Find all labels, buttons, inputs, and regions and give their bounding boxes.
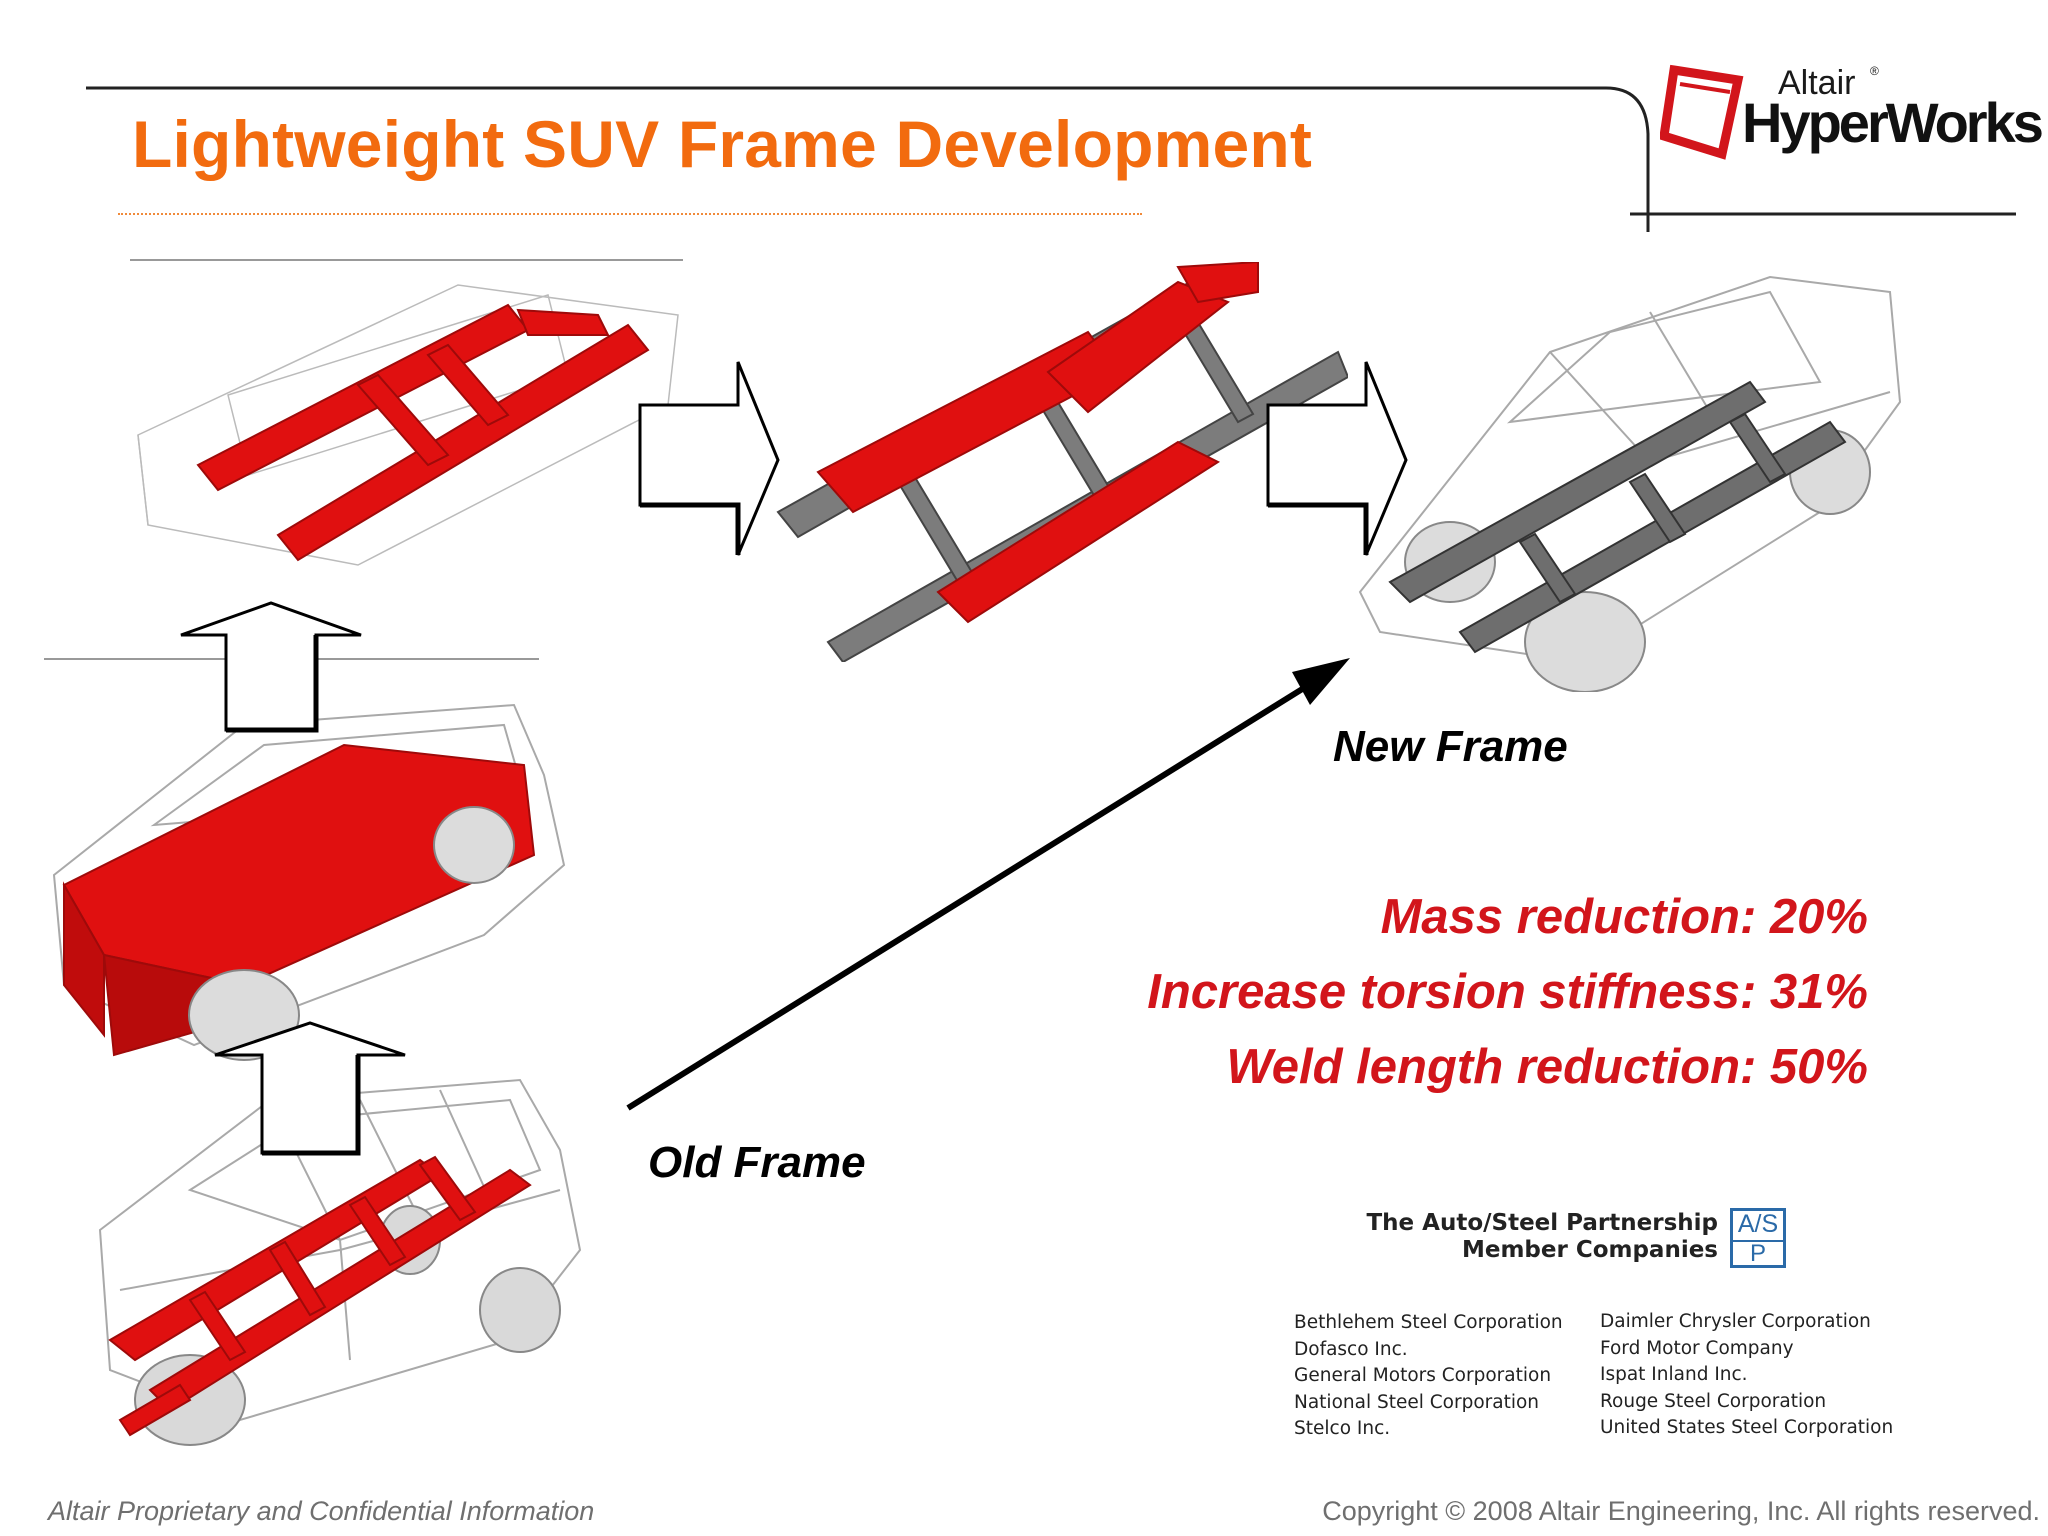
diagonal-arrow-icon [626,658,1350,1111]
header-rule [86,86,2016,232]
partnership-heading: The Auto/Steel Partnership Member Compan… [1366,1210,1718,1264]
asp-logo: A/S P [1730,1208,1786,1268]
members-left-column: Bethlehem Steel Corporation Dofasco Inc.… [1294,1310,1563,1443]
partnership-heading-line1: The Auto/Steel Partnership [1366,1210,1718,1236]
title-underline [118,213,1142,215]
member-item: United States Steel Corporation [1600,1417,1894,1438]
member-item: Stelco Inc. [1294,1418,1391,1439]
topology-result-illustration [130,259,683,566]
new-frame-vehicle-illustration [1358,275,1902,692]
member-item: General Motors Corporation [1294,1365,1552,1386]
footer-confidential: Altair Proprietary and Confidential Info… [48,1496,595,1526]
footer-copyright: Copyright © 2008 Altair Engineering, Inc… [1322,1496,2040,1526]
old-frame-label: Old Frame [648,1138,866,1187]
weld-length-stat: Weld length reduction: 50% [1226,1040,1868,1094]
optimized-frame-illustration [776,262,1348,662]
partnership-heading-line2: Member Companies [1461,1237,1718,1263]
altair-window-logo-icon [1660,64,1744,160]
asp-logo-top: A/S [1737,1210,1779,1238]
members-right-column: Daimler Chrysler Corporation Ford Motor … [1600,1309,1893,1442]
logo-registered-mark: ® [1870,64,1879,78]
results-list: Mass reduction: 20% Increase torsion sti… [1147,880,1868,1105]
block-arrow-icon [214,1021,406,1156]
member-item: Dofasco Inc. [1294,1338,1408,1360]
block-arrow-icon [1266,361,1408,556]
member-item: Rouge Steel Corporation [1600,1390,1827,1412]
asp-logo-bottom: P [1749,1240,1766,1267]
mass-reduction-stat: Mass reduction: 20% [1380,890,1868,944]
altair-hyperworks-logo: Altair ® HyperWorks [1660,58,2044,168]
page-title: Lightweight SUV Frame Development [132,107,1313,181]
new-frame-label: New Frame [1333,722,1568,771]
block-arrow-icon [180,601,362,733]
logo-altair-text: Altair [1778,64,1856,102]
member-item: National Steel Corporation [1294,1391,1540,1413]
member-item: Daimler Chrysler Corporation [1600,1311,1871,1332]
logo-hyperworks-text: HyperWorks [1742,91,2044,154]
member-item: Ispat Inland Inc. [1600,1364,1748,1385]
member-item: Bethlehem Steel Corporation [1294,1312,1563,1333]
torsion-stiffness-stat: Increase torsion stiffness: 31% [1147,965,1868,1019]
member-item: Ford Motor Company [1600,1337,1794,1359]
block-arrow-icon [638,361,780,556]
